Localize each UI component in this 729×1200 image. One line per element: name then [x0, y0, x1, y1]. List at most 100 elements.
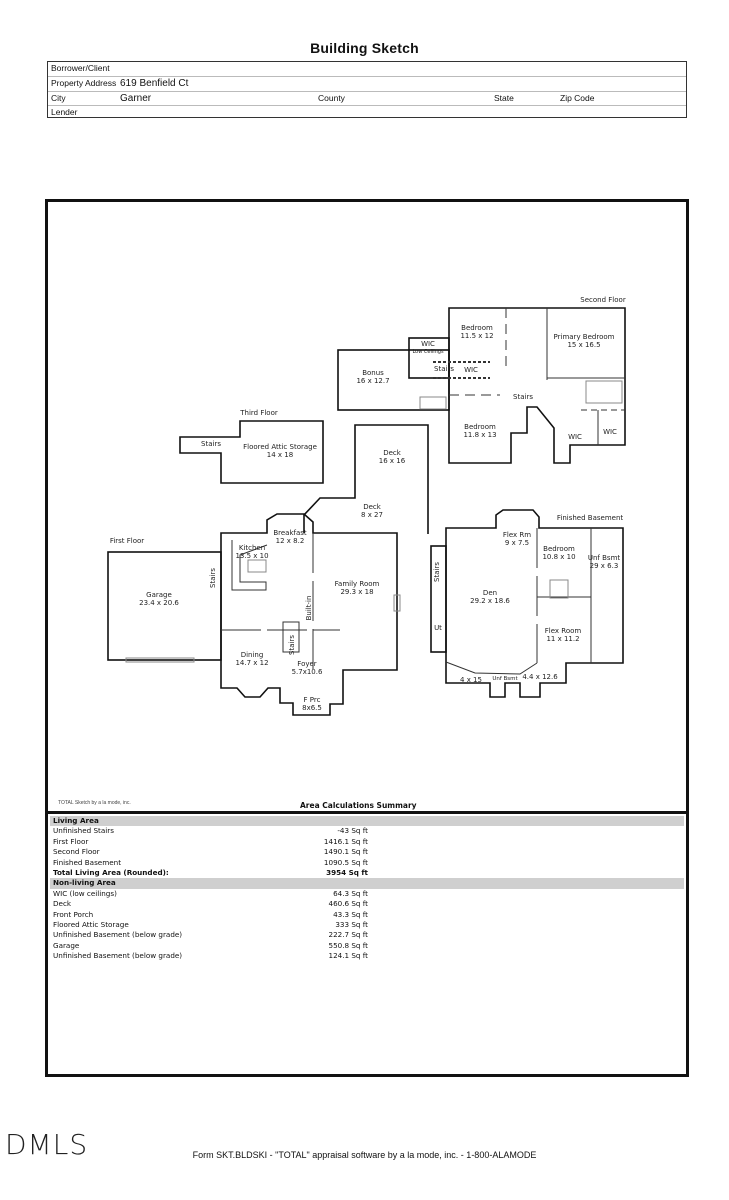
area-name: Unfinished Basement (below grade) [53, 930, 183, 940]
area-name: WIC (low ceilings) [53, 888, 117, 898]
address-row: Property Address 619 Benfield Ct [48, 77, 686, 92]
room-label: 4.4 x 12.6 [522, 673, 557, 681]
room-name: F Prc [303, 696, 321, 704]
room-label: Ut [434, 624, 442, 632]
basement-stairs-outline [430, 545, 447, 653]
total-living-row: Total Living Area (Rounded): 3954 Sq ft [53, 867, 368, 877]
area-name: Deck [53, 899, 72, 909]
room-name: Ut [434, 624, 442, 632]
room-name: Kitchen [238, 544, 266, 552]
room-label: 4 x 15 [460, 676, 482, 684]
room-name: Bedroom [543, 545, 575, 553]
area-name: Unfinished Stairs [53, 826, 114, 836]
lender-row: Lender [48, 106, 686, 120]
area-name: Floored Attic Storage [53, 919, 129, 929]
room-name: Flex Room [544, 627, 582, 635]
wic-low-ceilings-outline [408, 337, 450, 379]
room-name: Floored Attic Storage [243, 443, 317, 451]
room-name: Family Room [334, 580, 380, 588]
second-floor-outline [448, 307, 626, 464]
room-dimensions: 29.2 x 18.6 [470, 597, 510, 605]
nonliving-area-header: Non-living Area [50, 878, 684, 889]
room-name: Stairs [513, 393, 533, 401]
attic-storage-outline [179, 420, 324, 484]
county-label: County [318, 92, 345, 103]
room-name: Bedroom [461, 324, 493, 332]
room-label: Stairs [513, 393, 533, 401]
room-label: WIC [603, 428, 617, 436]
second-floor-label: Second Floor [580, 296, 626, 304]
area-value: 1490.1 Sq ft [323, 847, 368, 857]
room-dimensions: 12 x 8.2 [275, 537, 305, 545]
sketch-credit: TOTAL Sketch by a la mode, inc. [58, 800, 131, 806]
area-value: 222.7 Sq ft [328, 930, 369, 940]
basement-outline [445, 509, 624, 698]
sketch-frame [45, 199, 689, 1077]
room-dimensions: 29 x 6.3 [589, 562, 619, 570]
room-name: WIC [603, 428, 617, 436]
summary-row: Second Floor 1490.1 Sq ft [50, 847, 684, 857]
room-name: Bedroom [464, 423, 496, 431]
summary-row: Deck 460.6 Sq ft [50, 899, 684, 909]
summary-row: Floored Attic Storage 333 Sq ft [50, 920, 684, 930]
city-row: City Garner County State Zip Code [48, 92, 686, 107]
room-name: Den [482, 589, 498, 597]
borrower-label: Borrower/Client [51, 63, 110, 73]
room-name: Primary Bedroom [553, 333, 615, 341]
room-name: 4 x 15 [460, 676, 482, 684]
room-dimensions: 16 x 12.7 [356, 377, 390, 385]
address-label: Property Address [51, 77, 117, 88]
zip-label: Zip Code [560, 92, 595, 103]
address-value: 619 Benfield Ct [120, 77, 189, 89]
summary-row: Unfinished Basement (below grade) 222.7 S… [50, 930, 684, 940]
room-dimensions: 16 x 16 [378, 457, 406, 465]
first-floor-label: First Floor [109, 537, 145, 545]
third-floor-label: Third Floor [240, 409, 278, 417]
borrower-row: Borrower/Client [48, 62, 686, 77]
room-dimensions: 23.4 x 20.6 [139, 599, 179, 607]
room-label: WIC [464, 366, 478, 374]
room-name: Stairs [288, 635, 296, 655]
area-name: Finished Basement [53, 857, 122, 867]
room-name: Foyer [297, 660, 317, 668]
room-label: Stairs [209, 568, 217, 588]
room-name: WIC [464, 366, 478, 374]
room-dimensions: 11 x 11.2 [546, 635, 580, 643]
area-value: 460.6 Sq ft [328, 899, 369, 909]
page-title: Building Sketch [310, 40, 419, 56]
room-dimensions: 10.8 x 10 [542, 553, 576, 561]
area-value: -43 Sq ft [337, 826, 368, 836]
room-name: Deck [363, 503, 381, 511]
room-dimensions: Low Ceilings [412, 349, 444, 355]
area-name: First Floor [53, 836, 89, 846]
room-name: Built-in [305, 595, 313, 621]
room-name: Unf Bsmt [492, 676, 518, 682]
summary-row: Unfinished Basement (below grade)124.1 S… [50, 951, 684, 961]
area-name: Unfinished Basement (below grade) [53, 951, 183, 961]
room-name: Stairs [433, 562, 441, 582]
living-area-header: Living Area [50, 816, 684, 827]
area-value: 333 Sq ft [335, 919, 368, 929]
room-label: Stairs [433, 562, 441, 582]
area-name: Second Floor [53, 847, 100, 857]
room-name: Unf Bsmt [587, 554, 621, 562]
room-dimensions: 11.5 x 12 [460, 332, 494, 340]
